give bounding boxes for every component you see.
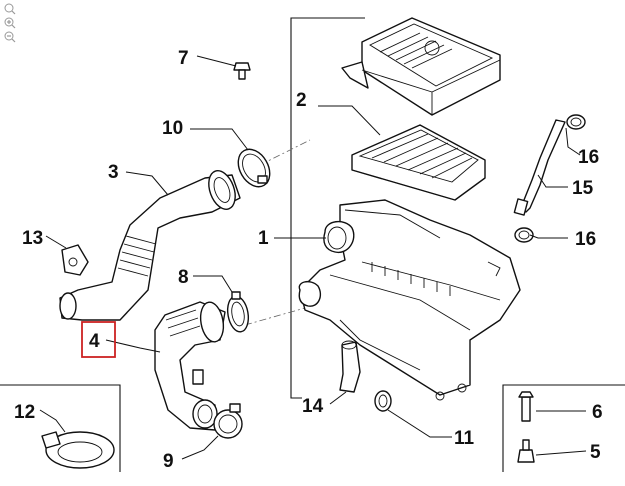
alignment-line-upper xyxy=(259,139,311,166)
push-pin-fastener xyxy=(518,391,534,422)
pipe-clip-lower xyxy=(514,227,534,243)
mounting-bracket xyxy=(61,244,89,276)
air-filter-housing xyxy=(298,199,521,401)
callout-8[interactable]: 8 xyxy=(178,267,189,288)
bolt xyxy=(233,62,251,80)
callout-6[interactable]: 6 xyxy=(592,402,603,423)
resonator xyxy=(41,431,115,469)
clips-bracket-frame xyxy=(502,384,625,472)
hose-clamp-middle xyxy=(226,291,250,333)
small-clamp xyxy=(374,390,392,412)
breather-pipe xyxy=(513,119,566,216)
callout-16-lower[interactable]: 16 xyxy=(575,229,596,250)
hose-clamp-upper xyxy=(237,148,271,188)
callout-highlight-box xyxy=(81,321,116,358)
callout-3[interactable]: 3 xyxy=(108,162,119,183)
rubber-grommet xyxy=(517,439,535,463)
intake-hose-lower xyxy=(154,301,226,431)
assembly-bracket-frame xyxy=(290,17,365,399)
callout-7[interactable]: 7 xyxy=(178,48,189,69)
callout-13[interactable]: 13 xyxy=(22,228,43,249)
air-filter-cover xyxy=(341,17,501,116)
callout-4[interactable]: 4 xyxy=(89,331,100,352)
callout-1[interactable]: 1 xyxy=(258,228,269,249)
elbow-hose xyxy=(339,340,361,393)
leader-lines xyxy=(39,55,587,460)
callout-16-upper[interactable]: 16 xyxy=(578,147,599,168)
callout-5[interactable]: 5 xyxy=(590,442,601,463)
resonator-bracket-frame xyxy=(0,384,121,472)
callout-11[interactable]: 11 xyxy=(454,428,475,449)
callout-2[interactable]: 2 xyxy=(296,90,307,111)
callout-14[interactable]: 14 xyxy=(302,396,324,417)
callout-9[interactable]: 9 xyxy=(163,451,174,472)
callout-15[interactable]: 15 xyxy=(572,178,594,199)
hose-clamp-lower xyxy=(213,403,243,439)
zoom-in-icon[interactable] xyxy=(4,17,16,29)
intake-hose-upper xyxy=(59,170,241,321)
magnifier-icon[interactable] xyxy=(4,3,16,15)
zoom-out-icon[interactable] xyxy=(4,31,16,43)
callout-10[interactable]: 10 xyxy=(162,118,183,139)
callout-12[interactable]: 12 xyxy=(14,402,35,423)
filter-element xyxy=(351,124,486,201)
zoom-toolbar xyxy=(4,3,16,43)
alignment-line-lower xyxy=(244,307,306,326)
pipe-clip-upper xyxy=(566,114,586,130)
